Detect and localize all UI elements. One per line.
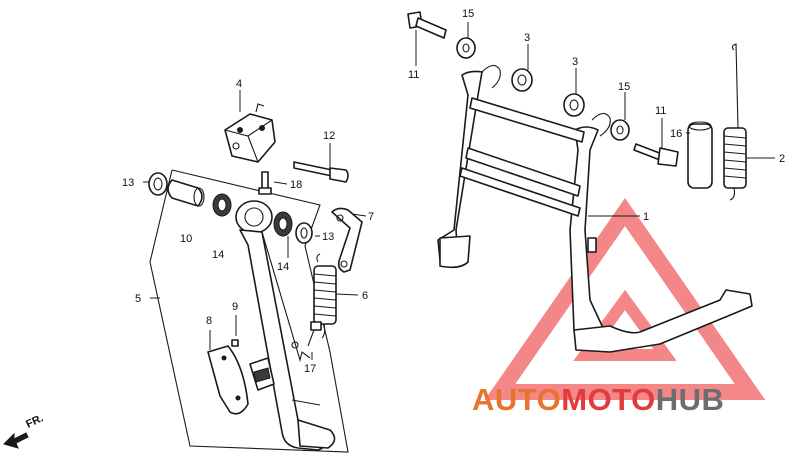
callout-15-right: 15 <box>618 81 630 93</box>
callout-15-top: 15 <box>462 8 474 20</box>
callout-numbers: 4 12 13 18 7 10 13 14 14 5 6 9 8 17 15 3… <box>122 8 785 375</box>
callout-2: 2 <box>779 153 785 165</box>
collar-3-left <box>511 68 533 92</box>
pad-bracket <box>249 357 275 391</box>
bolt-17 <box>307 321 322 347</box>
callout-13-left: 13 <box>122 177 134 189</box>
callout-5: 5 <box>135 293 141 305</box>
dust-seal-14-left <box>212 193 232 217</box>
leader-lines <box>143 22 775 360</box>
callout-1: 1 <box>643 211 649 223</box>
callout-14-right: 14 <box>277 261 289 273</box>
pin-9 <box>231 339 239 347</box>
callout-17: 17 <box>304 363 316 375</box>
spring-2 <box>723 43 747 201</box>
callout-11-top: 11 <box>408 69 419 81</box>
watermark-text: AUTOMOTOHUB <box>472 382 724 417</box>
washer-15-right <box>610 119 630 141</box>
spring-6-coils <box>313 265 337 325</box>
watermark-moto: MOTO <box>561 382 655 417</box>
callout-7: 7 <box>368 211 374 223</box>
dust-seal-14-right <box>273 211 293 237</box>
washer-13-right <box>295 222 313 244</box>
bolt-12 <box>293 161 349 183</box>
watermark-auto: AUTO <box>472 382 561 417</box>
front-arrow-icon <box>3 432 29 449</box>
callout-12: 12 <box>323 130 335 142</box>
front-direction-indicator: FR. <box>3 412 45 449</box>
callout-14-left: 14 <box>212 249 224 261</box>
switch-arm-7 <box>331 207 363 273</box>
callout-13-right: 13 <box>322 231 334 243</box>
watermark-logo-icon <box>484 197 766 400</box>
collar-10 <box>167 179 205 207</box>
pivot-bracket-4 <box>224 103 276 163</box>
callout-10: 10 <box>180 233 192 245</box>
callout-18: 18 <box>290 179 302 191</box>
svg-text:AUTOMOTOHUB: AUTOMOTOHUB <box>472 382 724 417</box>
watermark-hub: HUB <box>656 382 725 417</box>
spring-tube-16 <box>687 121 713 189</box>
washer-13-left <box>148 172 168 196</box>
callout-16: 16 <box>670 128 682 140</box>
rubber-pad-8 <box>207 345 249 415</box>
side-stand-leg <box>235 200 336 451</box>
collar-3-right <box>563 93 585 117</box>
sidestand-group-outline <box>149 169 349 453</box>
callout-4: 4 <box>236 78 242 90</box>
washer-15-top <box>456 37 476 59</box>
callout-8: 8 <box>206 315 212 327</box>
callout-6: 6 <box>362 290 368 302</box>
callout-3-right: 3 <box>572 56 578 68</box>
bolt-11-right <box>633 143 679 167</box>
callout-3-left: 3 <box>524 32 530 44</box>
callout-11-right: 11 <box>655 105 666 117</box>
callout-9: 9 <box>232 301 238 313</box>
bolt-11-top <box>407 11 447 39</box>
bolt-18 <box>258 171 272 195</box>
spring-6 <box>313 253 337 339</box>
main-stand-1 <box>437 64 753 353</box>
front-label: FR. <box>24 412 45 430</box>
